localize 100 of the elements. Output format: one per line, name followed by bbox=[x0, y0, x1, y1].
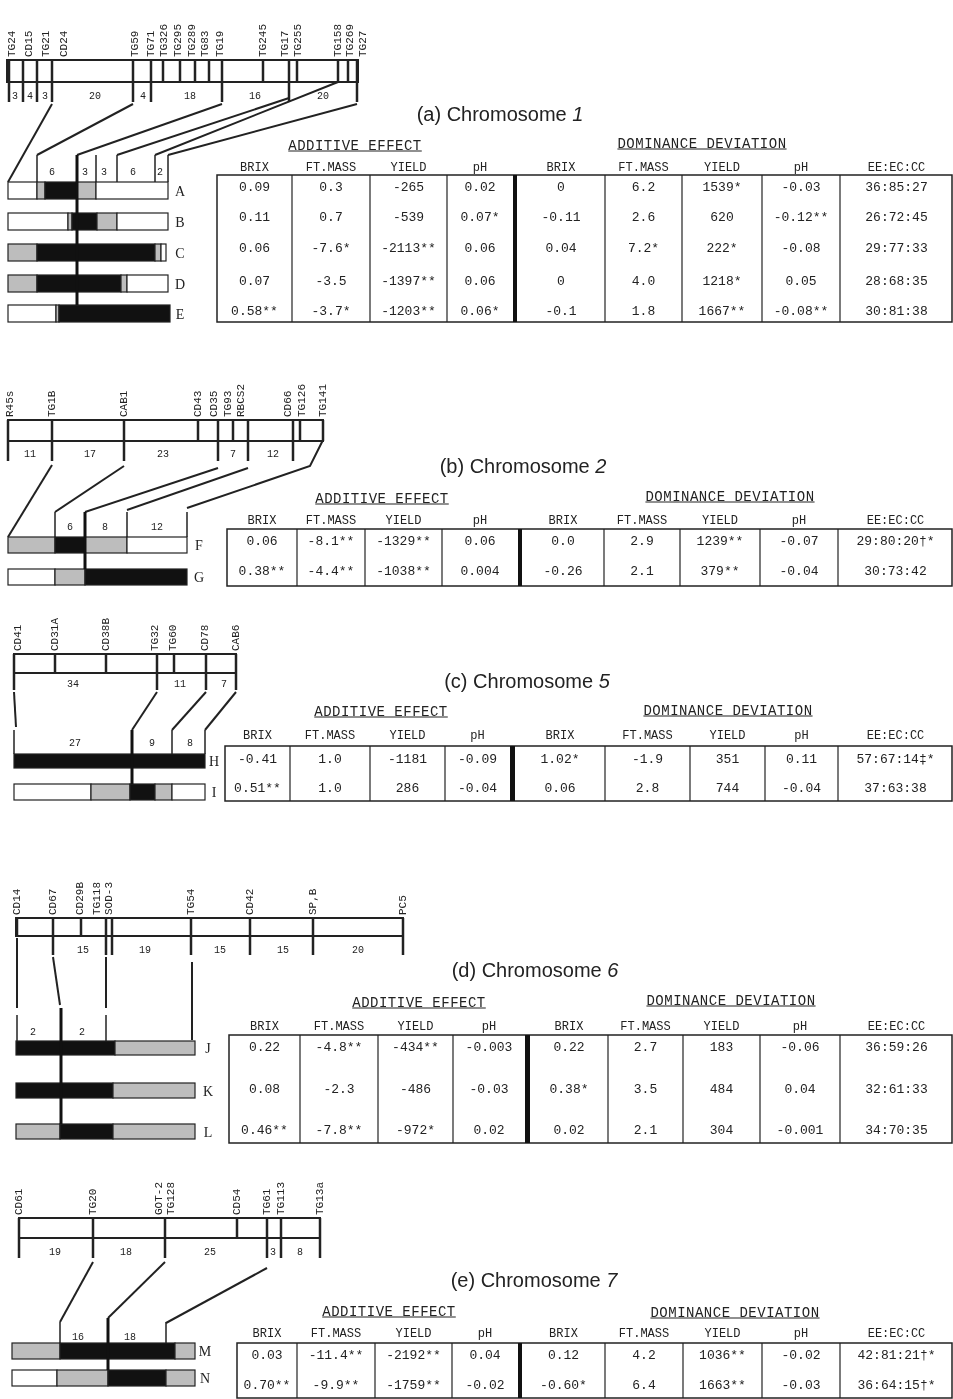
marker-label: PC5 bbox=[397, 895, 409, 915]
marker-label: TG24 bbox=[6, 30, 18, 57]
table-cell-text: 0.06 bbox=[463, 273, 497, 291]
distance-label: 3 bbox=[82, 166, 88, 178]
table-cell-text: 29:80:20†* bbox=[855, 533, 936, 551]
table-cell-text: 1663** bbox=[698, 1377, 747, 1395]
column-header: BRIX bbox=[549, 1327, 578, 1341]
column-header: YIELD bbox=[709, 729, 746, 743]
table-cell-text: 0.02 bbox=[552, 1122, 586, 1140]
column-header: EE:EC:CC bbox=[866, 729, 925, 743]
marker-label: CD66 bbox=[282, 390, 294, 417]
table-cell-text: 2.6 bbox=[630, 209, 657, 227]
table-cell-text: -539 bbox=[391, 209, 426, 227]
table-cell-text: 0.7 bbox=[318, 209, 344, 227]
table-cell-text: 484 bbox=[708, 1081, 735, 1099]
column-header: pH bbox=[481, 1020, 497, 1034]
table-group-header: DOMINANCE DEVIATION bbox=[645, 489, 815, 505]
table-cell-text: -0.11 bbox=[540, 209, 582, 227]
distance-label: 7 bbox=[221, 678, 227, 690]
marker-label: TG20 bbox=[87, 1188, 99, 1215]
distance-label: 17 bbox=[84, 448, 96, 460]
marker-label: CD54 bbox=[231, 1188, 243, 1215]
column-header: BRIX bbox=[545, 729, 575, 743]
distance-label: 11 bbox=[174, 678, 186, 690]
table-cell-text: -1397** bbox=[380, 273, 437, 291]
table-cell-text: -1329** bbox=[375, 533, 432, 551]
table-cell-text: 36:59:26 bbox=[864, 1039, 929, 1057]
column-header: YIELD bbox=[390, 161, 427, 175]
table-cell-text: 37:63:38 bbox=[863, 780, 928, 798]
distance-label: 15 bbox=[277, 944, 289, 956]
column-header: EE:EC:CC bbox=[866, 514, 925, 528]
table-group-header: DOMINANCE DEVIATION bbox=[650, 1305, 820, 1321]
distance-label: 25 bbox=[204, 1246, 216, 1258]
table-cell-text: -0.60* bbox=[539, 1377, 588, 1395]
marker-label: TG128 bbox=[165, 1182, 177, 1215]
table-cell-text: 29:77:33 bbox=[864, 240, 929, 258]
table-cell-text: 4.0 bbox=[630, 273, 657, 291]
column-header: YIELD bbox=[395, 1327, 432, 1341]
line-label: G bbox=[193, 569, 205, 585]
table-cell-text: 0.12 bbox=[546, 1347, 581, 1365]
distance-label: 2 bbox=[79, 1026, 85, 1038]
table-cell-text: 0.06 bbox=[463, 240, 497, 258]
table-cell-text: 0 bbox=[556, 179, 566, 197]
column-header: BRIX bbox=[250, 1020, 279, 1034]
table-cell-text: -7.6* bbox=[310, 240, 352, 258]
table-cell-text: 0.38* bbox=[548, 1081, 590, 1099]
distance-label: 8 bbox=[187, 737, 193, 749]
distance-label: 20 bbox=[352, 944, 364, 956]
table-cell-text: -0.1 bbox=[544, 303, 578, 321]
table-cell-text: -3.5 bbox=[314, 273, 348, 291]
distance-label: 19 bbox=[139, 944, 151, 956]
marker-label: CAB1 bbox=[118, 390, 130, 417]
table-cell-text: -0.08** bbox=[772, 303, 830, 321]
table-group-header: ADDITIVE EFFECT bbox=[288, 138, 422, 154]
column-header: YIELD bbox=[389, 729, 426, 743]
table-cell-text: 0.06 bbox=[237, 240, 272, 258]
column-header: YIELD bbox=[702, 514, 738, 528]
column-header: EE:EC:CC bbox=[867, 1020, 926, 1034]
marker-label: CD38B bbox=[100, 618, 112, 651]
panel-title: (b) Chromosome 2 bbox=[439, 455, 607, 477]
marker-label: TG32 bbox=[149, 624, 161, 651]
table-cell-text: -2113** bbox=[380, 240, 437, 258]
table-cell-text: 1218* bbox=[701, 273, 743, 291]
table-cell-text: 183 bbox=[708, 1039, 735, 1057]
distance-label: 3 bbox=[42, 90, 48, 102]
column-header: FT.MASS bbox=[305, 514, 357, 528]
table-cell-text: -2192** bbox=[385, 1347, 442, 1365]
table-cell-text: 0.06 bbox=[463, 533, 497, 551]
column-header: pH bbox=[477, 1327, 493, 1341]
column-header: pH bbox=[791, 514, 807, 528]
table-cell-text: -0.02 bbox=[780, 1347, 822, 1365]
line-label: H bbox=[208, 753, 220, 769]
marker-label: TG255 bbox=[292, 24, 304, 57]
table-cell-text: 0.04 bbox=[468, 1347, 502, 1365]
table-cell-text: -0.03 bbox=[780, 179, 822, 197]
table-group-header: DOMINANCE DEVIATION bbox=[646, 993, 816, 1009]
table-cell-text: -0.26 bbox=[542, 563, 584, 581]
marker-label: TG54 bbox=[185, 888, 197, 915]
table-cell-text: 1.0 bbox=[317, 751, 343, 769]
marker-label: CD67 bbox=[47, 888, 59, 915]
table-cell-text: -0.04 bbox=[781, 780, 822, 798]
table-cell-text: 1667** bbox=[697, 303, 747, 321]
distance-label: 6 bbox=[130, 166, 136, 178]
table-cell-text: 286 bbox=[394, 780, 421, 798]
table-cell-text: 2.1 bbox=[632, 1122, 659, 1140]
distance-label: 34 bbox=[67, 678, 79, 690]
marker-label: CD41 bbox=[12, 624, 24, 651]
distance-label: 6 bbox=[49, 166, 55, 178]
table-cell-text: -1181 bbox=[387, 751, 428, 769]
table-cell-text: 0.06 bbox=[245, 533, 279, 551]
table-cell-text: 0.38** bbox=[237, 563, 287, 581]
table-cell-text: 0.07 bbox=[237, 273, 272, 291]
marker-label: CD43 bbox=[192, 390, 204, 417]
table-cell-text: -7.8** bbox=[314, 1122, 364, 1140]
line-label: C bbox=[175, 245, 185, 260]
table-cell-text: 0.07* bbox=[459, 209, 501, 227]
distance-label: 12 bbox=[267, 448, 279, 460]
table-cell-text: 36:85:27 bbox=[864, 179, 929, 197]
table-cell-text: -0.003 bbox=[464, 1039, 514, 1057]
table-cell-text: -0.06 bbox=[779, 1039, 821, 1057]
